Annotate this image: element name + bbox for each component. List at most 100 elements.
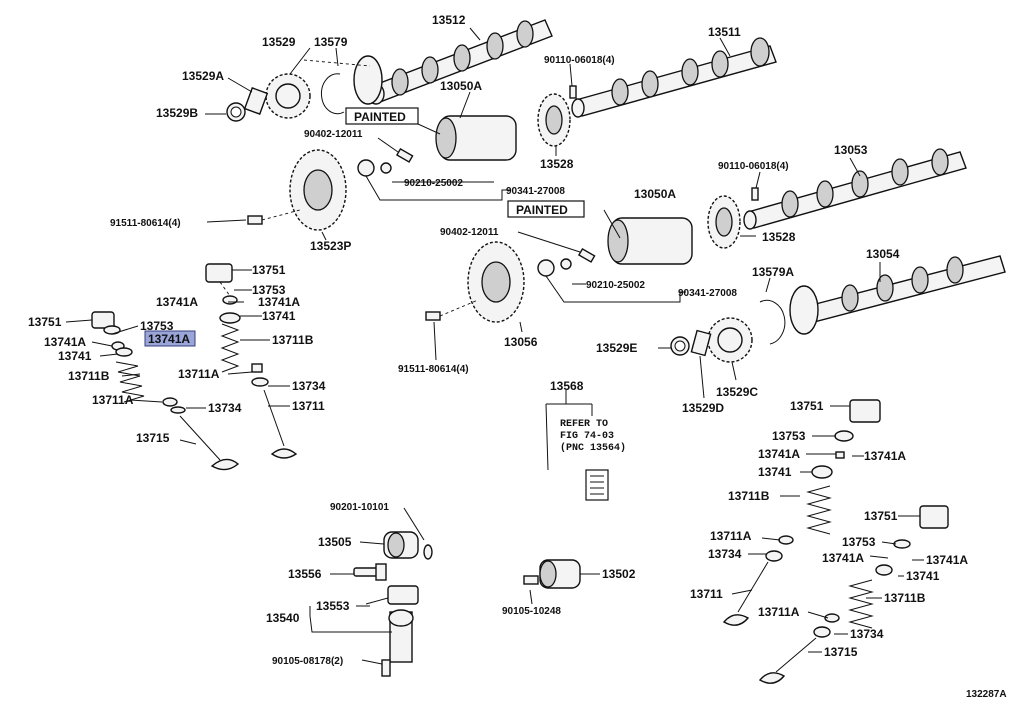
camshaft-13054[interactable] [789, 255, 1006, 335]
gear-13528-mid[interactable] [707, 195, 741, 249]
label-90201: 90201-10101 [330, 502, 389, 513]
bolt-91511-mid[interactable] [425, 311, 441, 321]
label-13734-c: 13734 [708, 547, 742, 561]
label-13711A-a: 13711A [178, 367, 220, 381]
nut-90341-top[interactable] [357, 159, 375, 177]
label-13741-c: 13741 [758, 465, 792, 479]
label-13741A-a1: 13741A [156, 295, 198, 309]
label-13734-b: 13734 [208, 401, 242, 415]
label-13741A-c2: 13741A [864, 449, 906, 463]
label-13711B-c: 13711B [728, 489, 770, 503]
label-90341-top: 90341-27008 [506, 186, 565, 197]
valve-train-right[interactable] [722, 399, 949, 684]
label-13568: 13568 [550, 379, 584, 393]
document-number: 132287A [966, 689, 1007, 700]
tensioner-13540[interactable] [388, 609, 414, 663]
painted-box-top [345, 107, 419, 125]
label-90105-a: 90105-08178(2) [272, 656, 343, 667]
callout-labels: 13512 13511 13529 13579 13529A 13529B 90… [28, 13, 1007, 700]
bolt-90105-b[interactable] [523, 575, 539, 585]
label-13753-b: 13753 [140, 319, 174, 333]
idler-13502[interactable] [539, 559, 581, 589]
label-13711A-d: 13711A [758, 605, 800, 619]
pulley-13523P[interactable] [289, 149, 347, 231]
washer-13529D[interactable] [690, 329, 712, 357]
washer-90210-top[interactable] [380, 162, 392, 174]
washer-90210-mid[interactable] [560, 258, 572, 270]
camshaft-13511[interactable] [571, 37, 777, 118]
bolt-90201[interactable] [423, 544, 433, 560]
label-90110-mid: 90110-06018(4) [718, 161, 789, 172]
label-13753-a: 13753 [252, 283, 286, 297]
label-90210-mid: 90210-25002 [586, 280, 645, 291]
highlight-box-13741A[interactable] [144, 330, 196, 347]
bolt-90402-top[interactable] [395, 147, 414, 163]
label-13505: 13505 [318, 535, 352, 549]
ring-13529B[interactable] [226, 102, 246, 122]
painted-label-top: PAINTED [354, 110, 406, 124]
bolt-90105-a[interactable] [381, 659, 391, 677]
label-13711-a: 13711 [292, 399, 325, 413]
label-13502: 13502 [602, 567, 636, 581]
idler-13505[interactable] [383, 531, 419, 559]
label-13711A-c: 13711A [710, 529, 752, 543]
label-13741A-d2: 13741A [926, 553, 968, 567]
snap-ring-13579A[interactable] [759, 299, 786, 345]
label-13053: 13053 [834, 143, 868, 157]
label-13711B-a: 13711B [272, 333, 314, 347]
bracket-13553[interactable] [365, 585, 419, 605]
bolt-90110-mid[interactable] [751, 187, 759, 201]
bolt-91511-top[interactable] [247, 215, 263, 225]
leader-lines-valves [65, 269, 924, 653]
label-13528-mid: 13528 [762, 230, 796, 244]
label-13741A-c1: 13741A [758, 447, 800, 461]
label-90402-mid: 90402-12011 [440, 227, 499, 238]
label-13751-d: 13751 [864, 509, 898, 523]
label-90341-mid: 90341-27008 [678, 288, 737, 299]
pulley-13056[interactable] [467, 241, 525, 323]
label-13529B: 13529B [156, 106, 198, 120]
label-13512: 13512 [432, 13, 466, 27]
bolt-90110-top[interactable] [569, 85, 577, 99]
sprocket-13529C[interactable] [707, 317, 753, 363]
label-13715-d: 13715 [824, 645, 858, 659]
label-13556: 13556 [288, 567, 322, 581]
refer-line-2: FIG 74-03 [560, 431, 614, 442]
label-13741A-a2: 13741A [258, 295, 300, 309]
label-13751-c: 13751 [790, 399, 824, 413]
leader-lines-upper [205, 27, 881, 399]
label-90402-top: 90402-12011 [304, 129, 363, 140]
snap-ring-13579[interactable] [320, 73, 345, 115]
label-13579A: 13579A [752, 265, 794, 279]
label-13529C: 13529C [716, 385, 758, 399]
label-13056: 13056 [504, 335, 538, 349]
label-13050A-top: 13050A [440, 79, 482, 93]
vvt-13050A-mid[interactable] [607, 217, 693, 265]
sprocket-13529[interactable] [265, 73, 311, 119]
vvt-13050A-top[interactable] [435, 115, 517, 161]
label-13734-d: 13734 [850, 627, 884, 641]
painted-label-mid: PAINTED [516, 203, 568, 217]
timing-belt-13568[interactable] [378, 386, 584, 623]
label-13511: 13511 [708, 25, 741, 39]
label-13741-b: 13741 [58, 349, 92, 363]
washer-13529A[interactable] [243, 87, 269, 115]
bolt-13556[interactable] [353, 563, 387, 581]
painted-box-mid [507, 200, 585, 218]
camshaft-13512[interactable] [353, 19, 553, 105]
label-13711B-d: 13711B [884, 591, 926, 605]
refer-line-1: REFER TO [560, 419, 608, 430]
ring-13529E[interactable] [670, 336, 690, 356]
refer-line-3: (PNC 13564) [560, 442, 626, 454]
label-13054: 13054 [866, 247, 900, 261]
gear-13528-top[interactable] [537, 93, 571, 147]
label-13753-c: 13753 [772, 429, 806, 443]
label-13711-c: 13711 [690, 587, 723, 601]
label-90105-b: 90105-10248 [502, 606, 561, 617]
bolt-90402-mid[interactable] [577, 247, 596, 263]
label-13529: 13529 [262, 35, 296, 49]
label-13579: 13579 [314, 35, 348, 49]
nut-90341-mid[interactable] [537, 259, 555, 277]
camshaft-13053[interactable] [743, 148, 967, 230]
